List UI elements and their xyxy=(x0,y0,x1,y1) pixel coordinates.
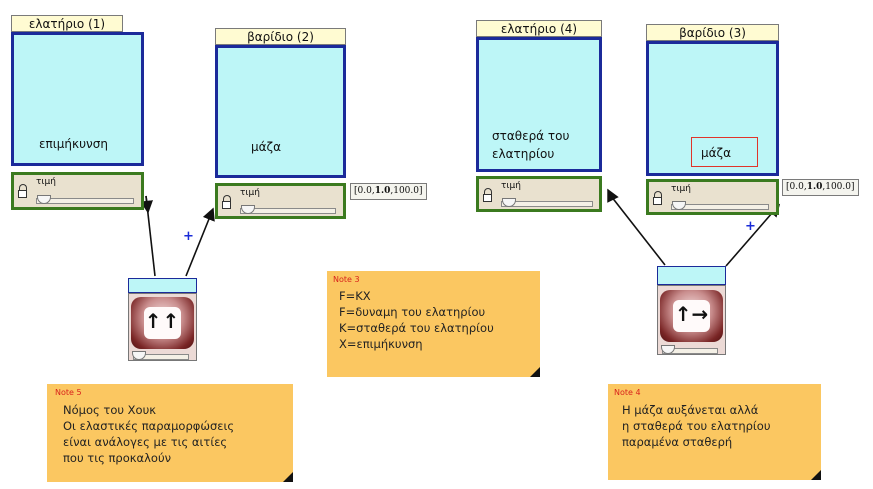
weight3-box[interactable]: μάζα xyxy=(646,41,779,176)
spring1-text: επιμήκυνση xyxy=(39,137,108,151)
spring4-slider-panel[interactable]: τιμή xyxy=(476,176,602,212)
note-fold[interactable] xyxy=(530,367,540,377)
lock-icon[interactable] xyxy=(483,188,492,202)
spring1-title[interactable]: ελατήριο (1) xyxy=(11,15,123,32)
weight2-box[interactable]: μάζα xyxy=(215,45,346,178)
note-3-title: Note 3 xyxy=(333,275,360,284)
weight2-slider-thumb[interactable] xyxy=(241,205,255,214)
weight3-range: [0.0,1.0,100.0] xyxy=(782,179,859,196)
note-4-line: παραμένα σταθερή xyxy=(622,435,733,449)
note-3-line: X=επιμήκυνση xyxy=(339,337,423,351)
weight2-text: μάζα xyxy=(251,140,281,154)
weight2-slider-label: τιμή xyxy=(240,188,260,198)
weight2-slider-panel[interactable]: τιμή xyxy=(215,183,346,219)
wire-relation-left-to-weight2 xyxy=(185,207,215,277)
relation-left-slider-thumb[interactable] xyxy=(132,351,146,360)
spring4-slider-track[interactable] xyxy=(501,201,593,207)
note-5-line: Νόμος του Χουκ xyxy=(63,403,157,417)
spring1-slider-label: τιμή xyxy=(36,177,56,187)
note-3-line: F=δυναμη του ελατηρίου xyxy=(339,305,486,319)
lock-icon[interactable] xyxy=(653,191,662,205)
spring1-slider-panel[interactable]: τιμή xyxy=(11,172,144,210)
spring1-slider-thumb[interactable] xyxy=(37,195,51,204)
weight3-title[interactable]: βαρίδιο (3) xyxy=(646,24,779,41)
note-3-line: K=σταθερά του ελατηρίου xyxy=(339,321,494,335)
relation-left[interactable]: ↑↑ xyxy=(128,293,197,361)
note-3[interactable]: Note 3 F=KX F=δυναμη του ελατηρίου K=στα… xyxy=(327,271,540,377)
weight2-title[interactable]: βαρίδιο (2) xyxy=(215,28,346,45)
relation-left-icon: ↑↑ xyxy=(131,297,194,349)
lock-icon[interactable] xyxy=(18,184,27,198)
relation-left-header[interactable] xyxy=(128,278,197,293)
note-3-line: F=KX xyxy=(339,289,371,303)
spring4-box[interactable]: σταθερά του ελατηρίου xyxy=(476,37,602,172)
spring4-text-line2: ελατηρίου xyxy=(492,147,555,161)
plus-sign-left: + xyxy=(183,229,194,244)
note-5-line: που τις προκαλούν xyxy=(63,451,172,465)
relation-right-header[interactable] xyxy=(657,266,726,285)
spring4-text-line1: σταθερά του xyxy=(492,129,570,143)
note-4-line: Η μάζα αυξάνεται αλλά xyxy=(622,403,759,417)
up-right-arrows-icon: ↑→ xyxy=(674,302,709,326)
spring1-box[interactable]: επιμήκυνση xyxy=(11,32,144,166)
weight3-slider-label: τιμή xyxy=(671,184,691,194)
note-fold[interactable] xyxy=(811,470,821,480)
note-5-title: Note 5 xyxy=(55,388,82,397)
weight3-slider-track[interactable] xyxy=(671,204,769,210)
wire-arrow-spring4 xyxy=(607,188,619,203)
note-5[interactable]: Note 5 Νόμος του Χουκ Οι ελαστικές παραμ… xyxy=(47,384,293,482)
relation-right-icon: ↑→ xyxy=(660,290,723,342)
weight2-slider-track[interactable] xyxy=(240,208,336,214)
spring4-slider-thumb[interactable] xyxy=(502,198,516,207)
wire-relation-right-to-weight3 xyxy=(725,203,781,267)
note-4-title: Note 4 xyxy=(614,388,641,397)
note-4[interactable]: Note 4 Η μάζα αυξάνεται αλλά η σταθερά τ… xyxy=(608,384,821,480)
weight3-text[interactable]: μάζα xyxy=(691,137,758,167)
relation-right-slider-thumb[interactable] xyxy=(661,345,675,354)
spring1-slider-track[interactable] xyxy=(36,198,134,204)
weight3-slider-thumb[interactable] xyxy=(672,201,686,210)
lock-icon[interactable] xyxy=(222,195,231,209)
note-fold[interactable] xyxy=(283,472,293,482)
note-4-line: η σταθερά του ελατηρίου xyxy=(622,419,771,433)
weight3-slider-panel[interactable]: τιμή xyxy=(646,179,779,215)
note-5-line: είναι ανάλογες με τις αιτίες xyxy=(63,435,228,449)
note-5-line: Οι ελαστικές παραμορφώσεις xyxy=(63,419,235,433)
weight2-range: [0.0,1.0,100.0] xyxy=(350,183,427,200)
spring4-slider-label: τιμή xyxy=(501,181,521,191)
spring4-title[interactable]: ελατήριο (4) xyxy=(476,20,602,37)
wire-arrow-spring1 xyxy=(140,195,153,214)
plus-sign-right: + xyxy=(745,219,756,234)
relation-right[interactable]: ↑→ xyxy=(657,285,726,355)
wire-spring4-to-relation-right xyxy=(610,195,666,266)
up-up-arrows-icon: ↑↑ xyxy=(144,309,181,333)
